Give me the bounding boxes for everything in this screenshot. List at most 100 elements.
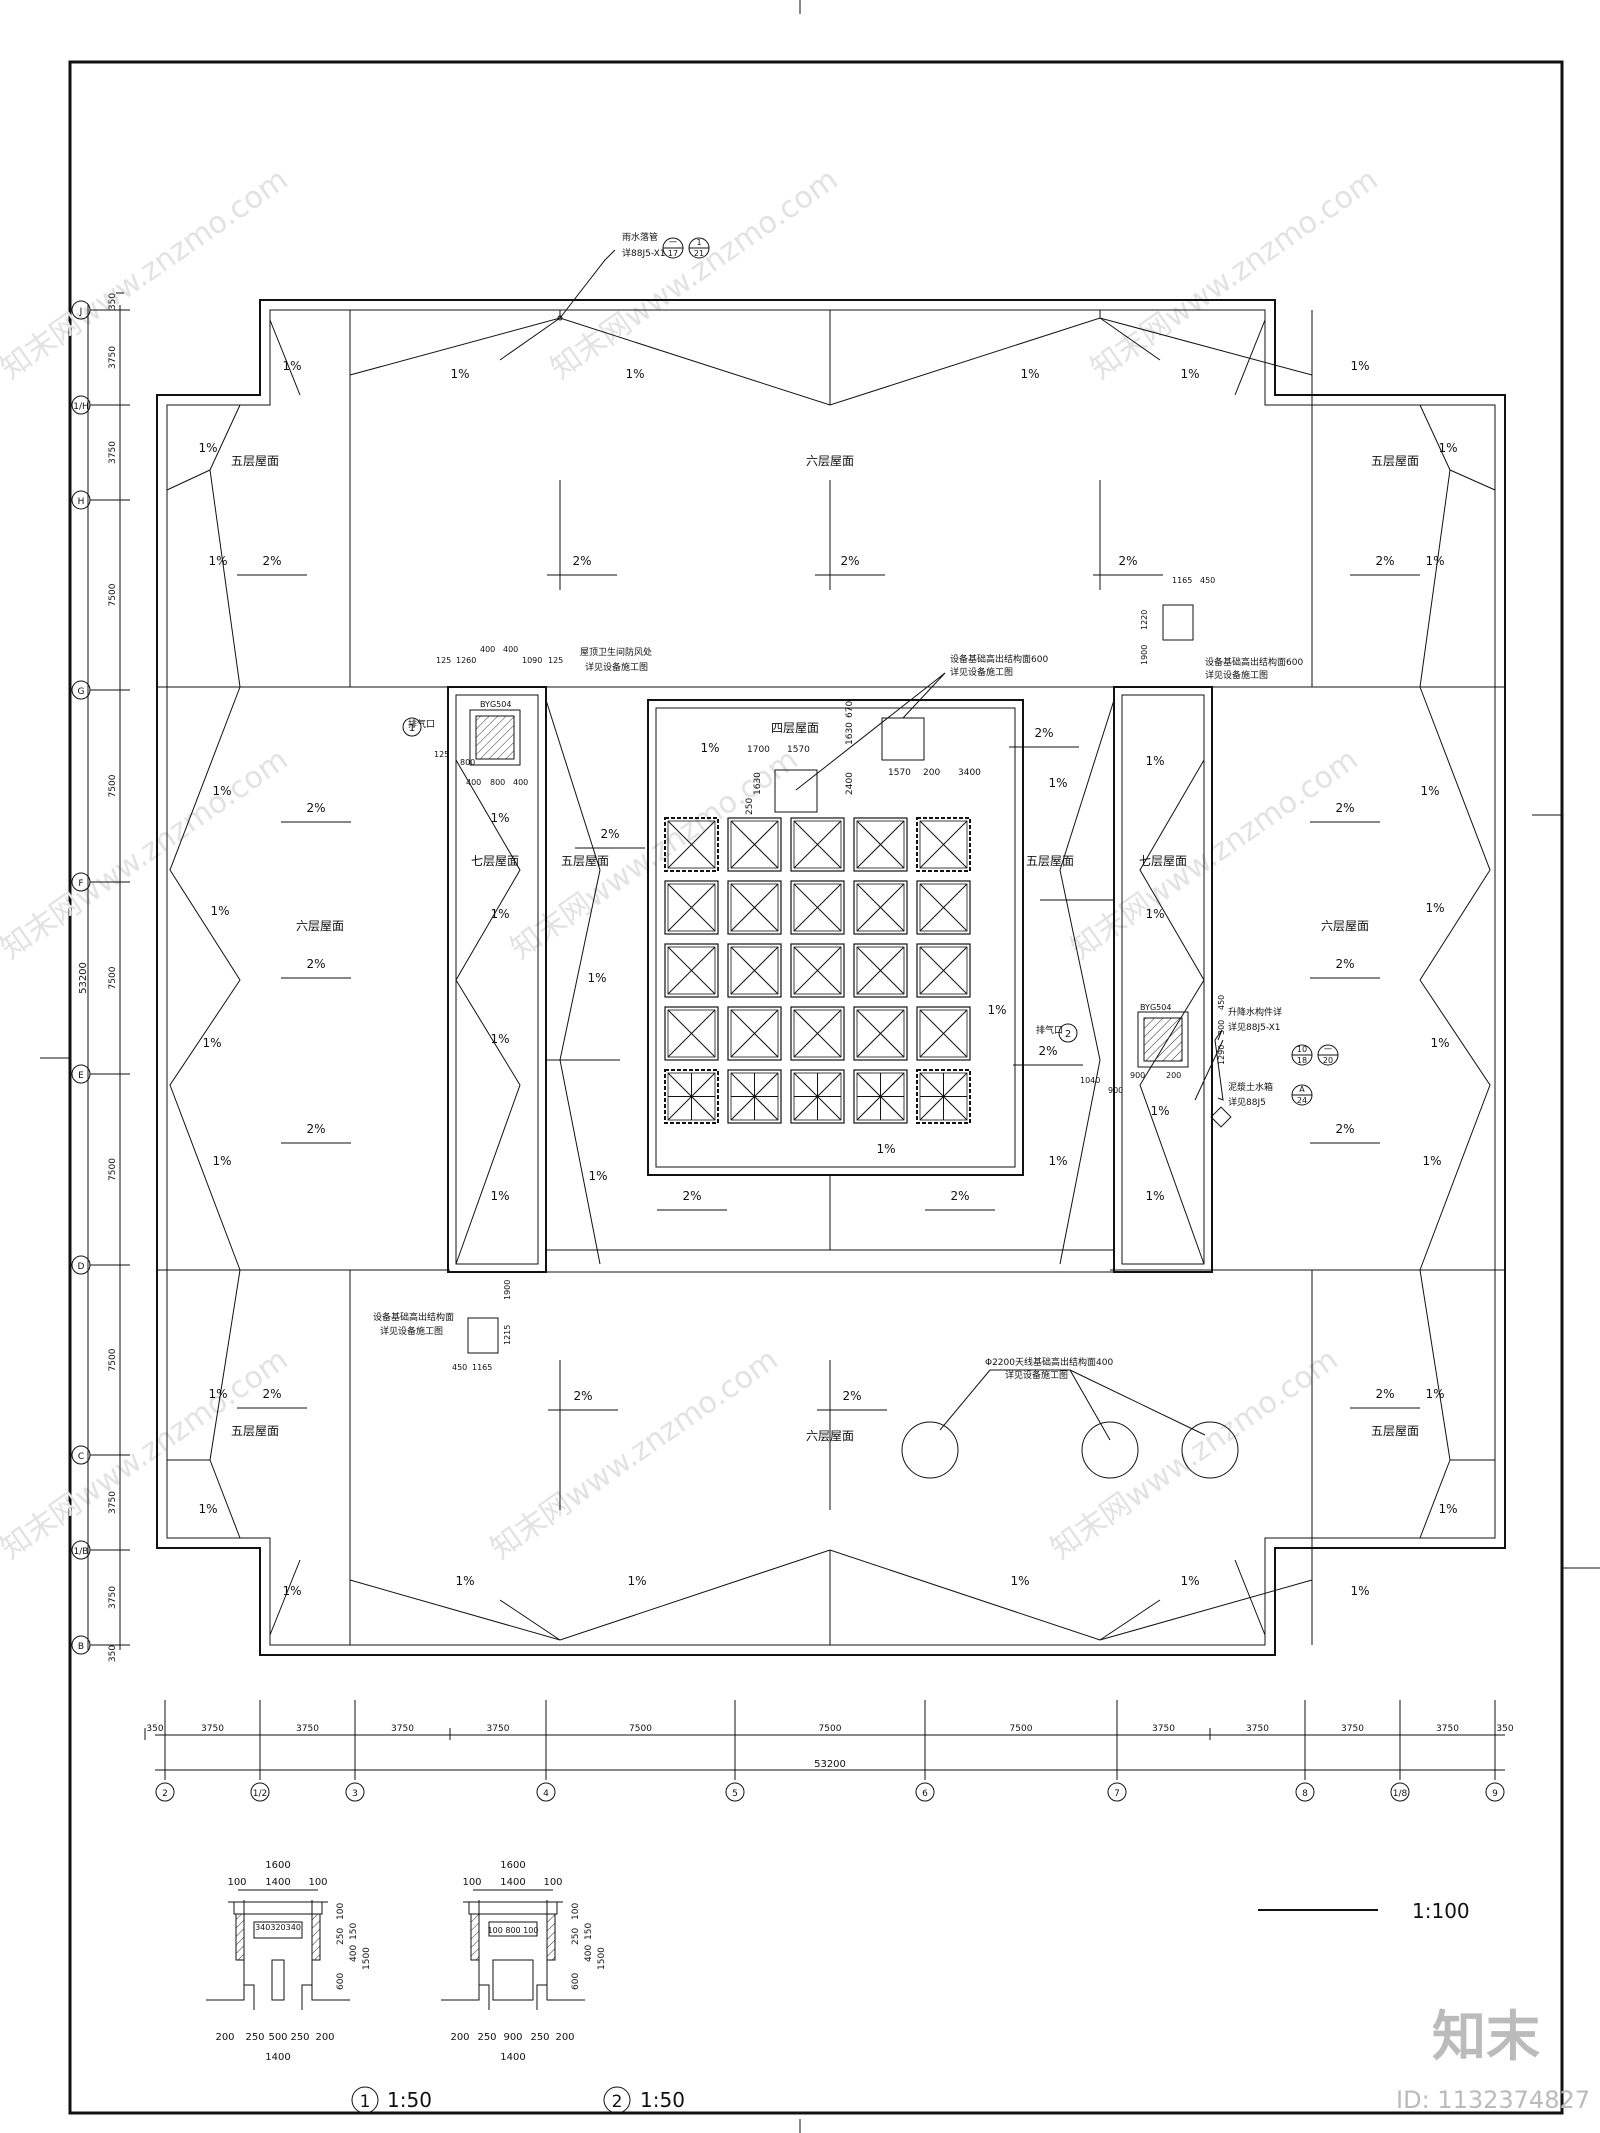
col-dim: 3750 [1246,1724,1269,1734]
svg-text:1600: 1600 [265,1860,290,1871]
svg-text:200: 200 [1166,1071,1181,1080]
slope-label: 1% [1425,901,1444,915]
note-ladder-ref: 详见88J5-X1 [1228,1021,1281,1033]
slope-label: 1% [1350,1584,1369,1598]
svg-text:20: 20 [1323,1056,1333,1065]
slope-label: 1% [1180,1574,1199,1588]
col-dim: 3750 [487,1724,510,1734]
col-dim: 7500 [819,1724,842,1734]
note-round-base-ref: 详见设备施工图 [1005,1369,1068,1381]
detail-1-id: 1 [360,2092,371,2112]
slope-label: 1% [450,367,469,381]
slope-label: 1% [588,1169,607,1183]
svg-text:一: 一 [1324,1045,1332,1054]
label-fifth-roof-cr: 五层屋面 [1026,854,1074,868]
svg-text:1/8: 1/8 [1393,1789,1408,1799]
label-sixth-roof-top: 六层屋面 [806,454,854,468]
svg-text:900: 900 [1130,1071,1145,1080]
svg-text:900: 900 [1108,1086,1123,1095]
svg-text:250: 250 [530,2032,549,2043]
svg-text:125: 125 [434,750,449,759]
axis-col-1-2: 1/2 [250,1700,270,1802]
svg-text:400: 400 [466,778,481,787]
slope-label: 1% [1350,359,1369,373]
svg-text:670: 670 [845,701,855,718]
svg-text:450: 450 [1217,995,1226,1010]
svg-text:J: J [79,307,83,317]
svg-text:1165: 1165 [1172,576,1192,585]
slope-label: 1% [876,1142,895,1156]
svg-text:1215: 1215 [503,1325,512,1345]
svg-text:1700: 1700 [747,745,770,755]
svg-text:3: 3 [352,1789,358,1799]
svg-text:250: 250 [245,2032,264,2043]
svg-text:1260: 1260 [456,656,476,665]
slope-label: 1% [282,1584,301,1598]
svg-text:400: 400 [503,645,518,654]
svg-text:D: D [78,1262,85,1272]
svg-text:1900: 1900 [503,1280,512,1300]
slope-label: 1% [987,1003,1006,1017]
detail-1-scale: 1:50 [387,2088,432,2112]
slope-label: 1% [1180,367,1199,381]
svg-text:400: 400 [480,645,495,654]
axis-col-7: 7 [1107,1700,1127,1802]
slope-label: 1% [1438,441,1457,455]
svg-text:24: 24 [1297,1096,1307,1105]
axis-col-6: 6 [915,1700,935,1802]
svg-text:250: 250 [477,2032,496,2043]
slope-label: 1% [202,1036,221,1050]
slope-label: 2% [1335,1122,1354,1136]
label-sixth-roof-right: 六层屋面 [1321,919,1369,933]
detail-1: 1600 100 1400 100 340320340 100 150 250 … [206,1860,432,2114]
svg-text:5: 5 [732,1789,738,1799]
detail-2-scale: 1:50 [640,2088,685,2112]
row-dim: 7500 [108,1348,118,1371]
watermark-text: 知末网www.znzmo.com [1065,742,1365,967]
svg-text:1400: 1400 [265,1877,290,1888]
svg-text:800: 800 [490,778,505,787]
svg-text:一: 一 [669,238,677,247]
detail-2: 1600 100 1400 100 100 800 100 100 150 25… [441,1860,685,2114]
svg-text:1/B: 1/B [74,1547,89,1557]
axis-col-9: 9 [1485,1700,1505,1802]
svg-text:1090: 1090 [522,656,542,665]
svg-text:1570: 1570 [787,745,810,755]
label-fifth-roof-tl: 五层屋面 [231,454,279,468]
total-width-dim: 53200 [814,1759,846,1770]
svg-text:1/H: 1/H [73,402,89,412]
svg-text:340320340: 340320340 [255,1923,301,1932]
svg-text:2400: 2400 [845,772,855,795]
svg-text:1400: 1400 [500,1877,525,1888]
svg-text:400: 400 [513,778,528,787]
note-round-base: Φ2200天线基础高出结构面400 [985,1356,1113,1368]
detail-refs: 一 17 1 21 10 18 一 20 A 24 1 2 [402,237,1339,1106]
svg-text:17: 17 [668,249,678,258]
label-fifth-roof-cl: 五层屋面 [561,854,609,868]
slope-labels: 1%1%1%1%1%1%1%1%1%2%2%1%2%2%2%1%2%2%1%1%… [198,359,1457,1598]
row-axes: J1/HHGFEDC1/BB35037503750750075007500750… [71,292,130,1662]
svg-text:C: C [78,1452,84,1462]
slope-label: 1% [1048,1154,1067,1168]
svg-text:7: 7 [1114,1789,1120,1799]
label-fourth-roof: 四层屋面 [771,721,819,735]
slope-label: 1% [212,784,231,798]
slope-label: 1% [490,1032,509,1046]
slope-label: 2% [572,554,591,568]
note-equip-base-b-ref: 详见设备施工图 [380,1325,443,1337]
detail-2-id: 2 [612,2092,623,2112]
svg-text:100: 100 [227,1877,246,1888]
slope-label: 1% [587,971,606,985]
equip-base-square [774,769,818,813]
slope-label: 2% [1118,554,1137,568]
roof-outline [156,299,1506,1656]
slope-label: 1% [490,907,509,921]
svg-text:500: 500 [268,2032,287,2043]
slope-label: 2% [262,554,281,568]
label-seventh-roof-r: 七层屋面 [1139,854,1187,868]
antenna-base-circle [901,1421,959,1479]
axis-col-8: 8 [1295,1700,1315,1802]
slope-label: 1% [1430,1036,1449,1050]
